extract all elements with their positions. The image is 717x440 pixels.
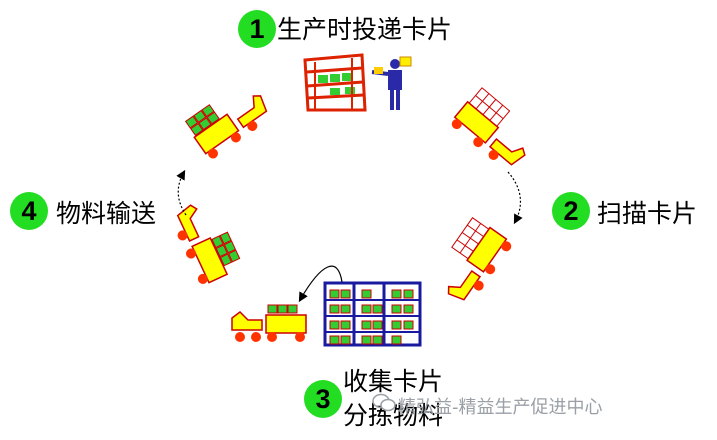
tugger-train-bottom xyxy=(232,305,306,342)
watermark-text: 精弘益-精益生产促进中心 xyxy=(398,393,603,419)
storage-rack xyxy=(325,283,420,345)
production-shelf xyxy=(305,55,365,110)
wechat-logo-icon xyxy=(372,392,396,414)
tugger-cart-left-bottom xyxy=(168,196,244,287)
tugger-cart-left-top xyxy=(184,78,275,161)
step-4-number: 4 xyxy=(10,192,48,230)
step-3-number: 3 xyxy=(304,380,342,418)
step-1-number: 1 xyxy=(238,10,276,48)
step-4-label: 物料输送 xyxy=(56,194,156,230)
step-2-number: 2 xyxy=(552,192,590,230)
flow-arrow-right xyxy=(508,172,520,222)
flow-arrow-left xyxy=(178,172,186,215)
step-2-label: 扫描卡片 xyxy=(597,194,697,230)
worker-figure xyxy=(372,57,411,110)
step-1-label: 生产时投递卡片 xyxy=(277,10,452,46)
tugger-cart-right-bottom xyxy=(429,216,514,308)
tugger-cart-right-top xyxy=(449,87,540,175)
